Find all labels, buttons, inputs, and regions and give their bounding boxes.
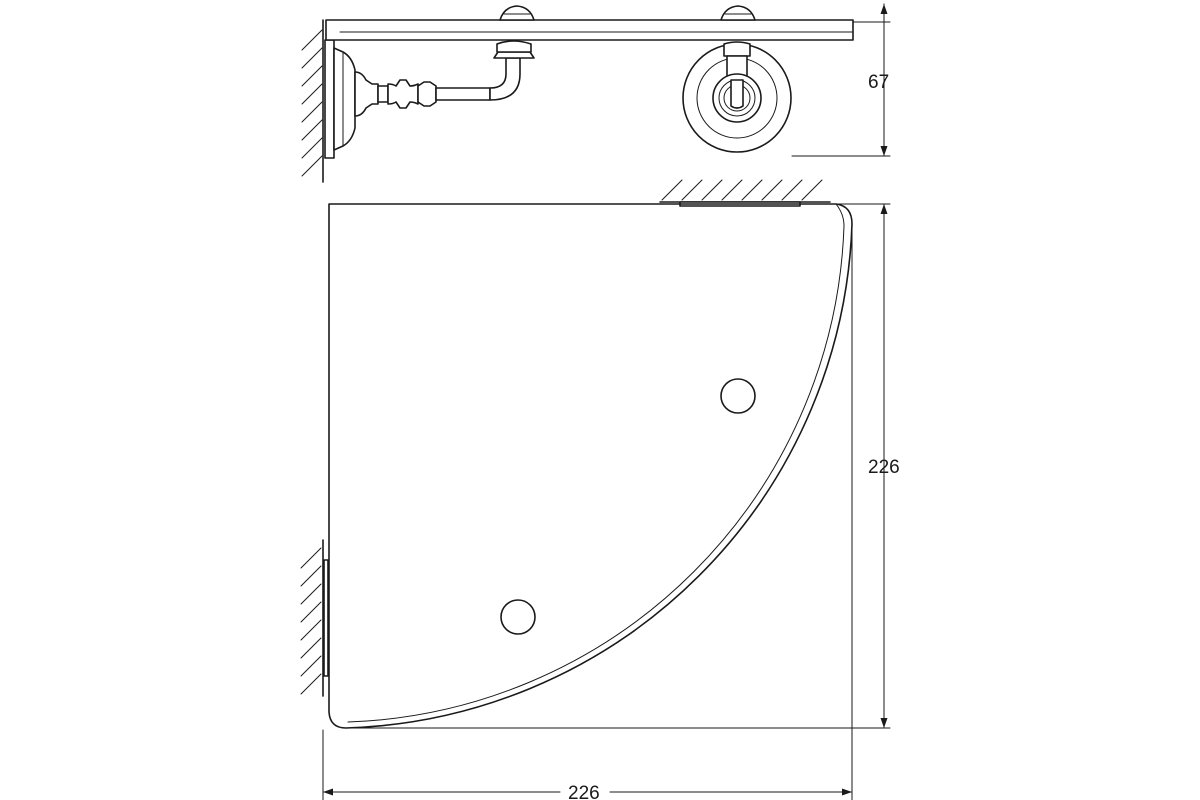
wall-plate-side — [324, 39, 356, 159]
dimension-width: 226 — [322, 225, 853, 800]
ornamental-rod-side — [354, 71, 491, 117]
mounting-hole-upper — [720, 378, 756, 414]
dimension-depth: 226 — [345, 203, 900, 729]
dimension-height: 67 — [791, 3, 891, 157]
plan-view: 226 226 — [300, 179, 900, 800]
mounting-hole-lower — [500, 599, 536, 635]
bracket-arm-side — [489, 40, 535, 101]
wall-hatch-left — [300, 539, 329, 697]
wall-hatch-side — [301, 19, 324, 183]
bracket-rosette-front — [682, 41, 792, 153]
dimension-label-depth: 226 — [868, 457, 900, 478]
screw-caps-side — [499, 5, 756, 21]
side-view: 67 — [301, 3, 891, 183]
wall-hatch-top — [659, 179, 831, 207]
glass-shelf-plan — [328, 203, 853, 729]
dimension-label-width: 226 — [568, 783, 600, 800]
dimension-label-height: 67 — [868, 72, 889, 93]
glass-shelf-side — [325, 19, 854, 41]
